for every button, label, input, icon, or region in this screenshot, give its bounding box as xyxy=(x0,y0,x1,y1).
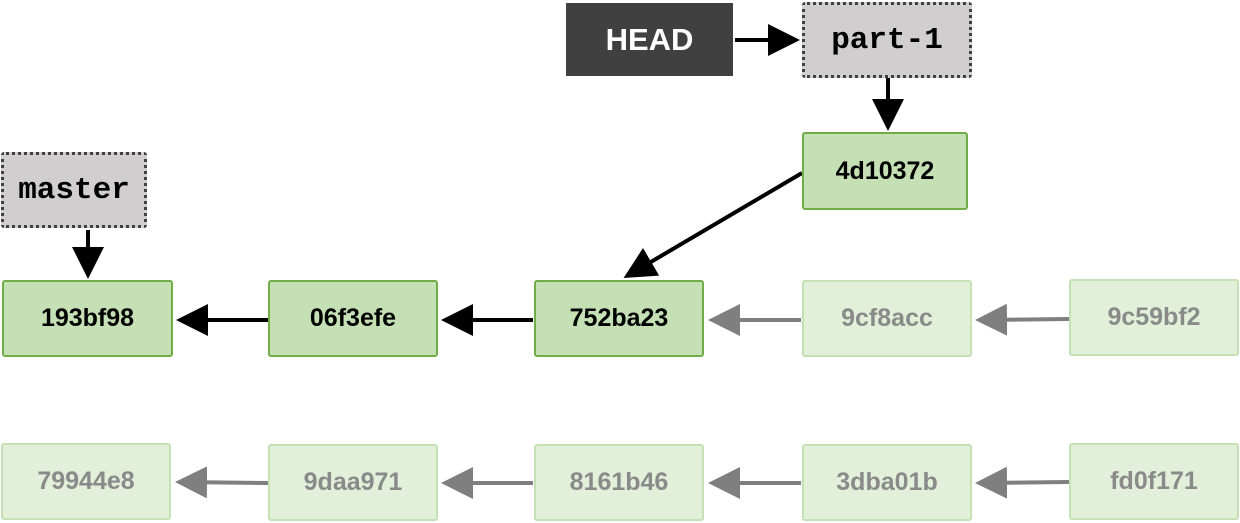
branch-ref-master: master xyxy=(1,152,147,228)
arrow-9c59bf2-to-9cf8acc xyxy=(975,303,1070,336)
commit-752ba23: 752ba23 xyxy=(534,280,704,357)
commit-9daa971: 9daa971 xyxy=(268,444,438,521)
arrow-fd0f171-to-3dba01b xyxy=(975,466,1070,499)
commit-fd0f171: fd0f171 xyxy=(1069,443,1239,520)
arrow-9daa971-to-79944e8 xyxy=(175,466,269,499)
commit-06f3efe: 06f3efe xyxy=(268,280,438,357)
commit-4d10372: 4d10372 xyxy=(802,132,968,210)
head-pointer: HEAD xyxy=(566,3,733,76)
commit-193bf98: 193bf98 xyxy=(2,280,173,357)
commit-3dba01b: 3dba01b xyxy=(802,444,972,521)
commit-79944e8: 79944e8 xyxy=(1,443,171,520)
commit-8161b46: 8161b46 xyxy=(534,444,704,521)
commit-9cf8acc: 9cf8acc xyxy=(802,280,972,357)
commit-9c59bf2: 9c59bf2 xyxy=(1069,279,1239,356)
arrow-4d10372-to-752ba23 xyxy=(623,171,804,279)
branch-ref-part-1: part-1 xyxy=(802,2,972,78)
